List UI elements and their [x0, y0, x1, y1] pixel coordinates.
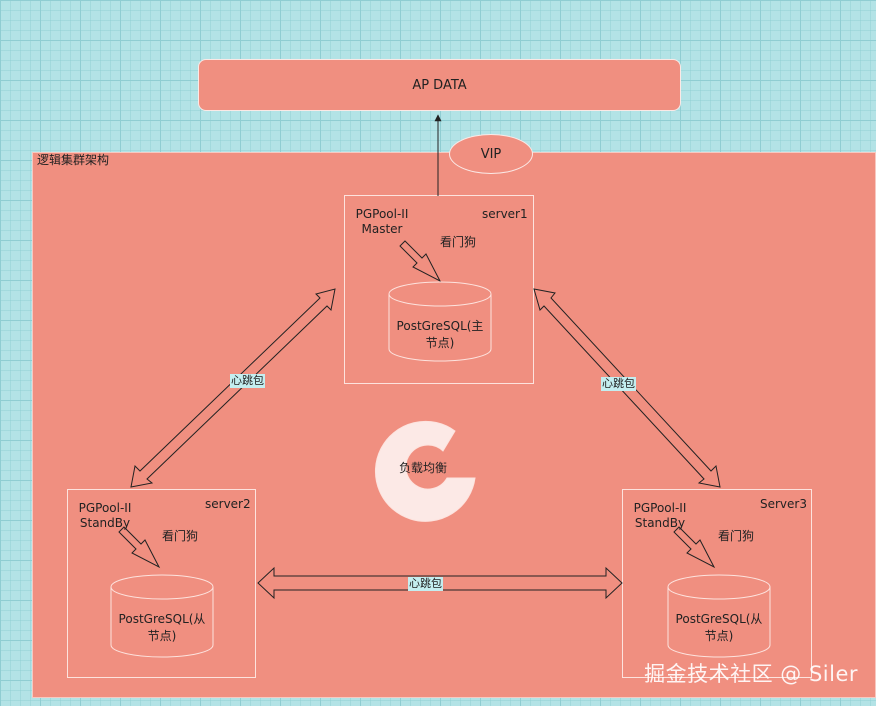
heartbeat-label-bottom: 心跳包 — [408, 577, 443, 591]
load-balance-icon — [374, 420, 476, 522]
watermark: 掘金技术社区 @ Siler — [644, 662, 858, 686]
heartbeat-arrow-left — [130, 288, 336, 488]
server1-db-line1: PostGreSQL(主 — [396, 319, 484, 333]
server3-pool-line2: StandBy — [634, 516, 686, 530]
vip-ellipse[interactable]: VIP — [449, 134, 533, 174]
watchdog-arrow-server1 — [399, 240, 442, 283]
server3-name: Server3 — [760, 497, 807, 511]
server2-pool-line1: PGPool-II — [78, 501, 132, 515]
server2-pool-line2: StandBy — [79, 516, 131, 530]
server2-db-line2: 节点) — [147, 629, 177, 643]
server3-db-line2: 节点) — [704, 629, 734, 643]
db-cylinder-server1 — [388, 281, 492, 362]
server2-name: server2 — [205, 497, 251, 511]
server2-box[interactable] — [67, 489, 256, 678]
ap-data-box[interactable]: AP DATA — [198, 59, 681, 111]
server3-pool-line1: PGPool-II — [633, 501, 687, 515]
vip-label: VIP — [480, 146, 502, 162]
db-cylinder-server3 — [667, 574, 771, 658]
server2-db-label: PostGreSQL(从 节点) — [111, 611, 213, 645]
server3-pool-label: PGPool-II StandBy — [628, 501, 692, 531]
server1-pool-line2: Master — [361, 222, 403, 236]
watchdog-arrow-server3 — [673, 526, 716, 569]
server3-box[interactable] — [622, 489, 812, 678]
server3-db-line1: PostGreSQL(从 — [675, 612, 763, 626]
db-cylinder-server2 — [110, 574, 214, 658]
server2-watchdog: 看门狗 — [162, 529, 199, 543]
server2-db-line1: PostGreSQL(从 — [118, 612, 206, 626]
server1-watchdog: 看门狗 — [440, 235, 477, 249]
server2-pool-label: PGPool-II StandBy — [73, 501, 137, 531]
heartbeat-label-right: 心跳包 — [601, 377, 636, 391]
server1-pool-label: PGPool-II Master — [350, 207, 414, 237]
server1-db-line2: 节点) — [425, 336, 455, 350]
cluster-title: 逻辑集群架构 — [37, 153, 110, 167]
watchdog-arrow-server2 — [118, 526, 161, 569]
heartbeat-label-left: 心跳包 — [230, 374, 265, 388]
server1-pool-line1: PGPool-II — [355, 207, 409, 221]
server3-db-label: PostGreSQL(从 节点) — [668, 611, 770, 645]
server1-name: server1 — [482, 207, 528, 221]
server3-watchdog: 看门狗 — [718, 529, 755, 543]
load-balance-label: 负载均衡 — [399, 461, 448, 475]
ap-data-label: AP DATA — [412, 77, 467, 93]
server1-db-label: PostGreSQL(主 节点) — [389, 318, 491, 352]
server1-box[interactable] — [344, 195, 534, 384]
